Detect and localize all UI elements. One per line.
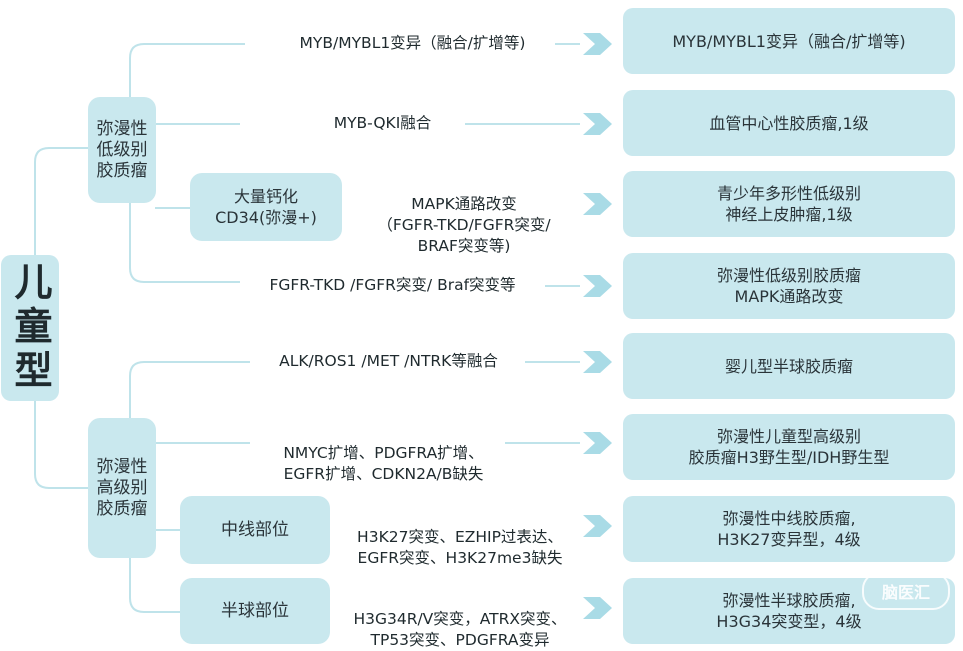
result-label: 青少年多形性低级别 神经上皮肿瘤,1级	[716, 184, 861, 224]
alteration-text: FGFR-TKD /FGFR突变/ Braf突变等	[240, 275, 545, 296]
alteration-text: NMYC扩增、PDGFRA扩增、 EGFR扩增、CDKN2A/B缺失	[262, 422, 505, 485]
result-label: 弥漫性半球胶质瘤, H3G34突变型，4级	[716, 591, 862, 631]
subgroup-midline-label: 中线部位	[221, 519, 289, 540]
result-label: MYB/MYBL1变异（融合/扩增等)	[672, 31, 906, 51]
alteration-text: MAPK通路改变 （FGFR-TKD/FGFR突变/ BRAF突变等)	[348, 173, 580, 257]
result-label: 婴儿型半球胶质瘤	[724, 356, 853, 376]
root-node: 儿童型	[1, 255, 59, 401]
result-box: 婴儿型半球胶质瘤	[623, 333, 955, 399]
result-box: MYB/MYBL1变异（融合/扩增等)	[623, 8, 955, 74]
result-label: 弥漫性儿童型高级别 胶质瘤H3野生型/IDH野生型	[688, 427, 890, 467]
alteration-label: MYB-QKI融合	[333, 114, 432, 132]
alteration-label: ALK/ROS1 /MET /NTRK等融合	[279, 352, 498, 370]
result-box: 弥漫性中线胶质瘤, H3K27变异型，4级	[623, 496, 955, 562]
root-label: 儿童型	[8, 262, 52, 394]
category-high-grade: 弥漫性 高级别 胶质瘤	[88, 418, 156, 558]
result-label: 血管中心性胶质瘤,1级	[709, 113, 869, 133]
category-low-grade: 弥漫性 低级别 胶质瘤	[88, 97, 156, 203]
alteration-text: MYB-QKI融合	[300, 113, 465, 134]
subgroup-hemisphere: 半球部位	[180, 578, 330, 644]
alteration-label: NMYC扩增、PDGFRA扩增、 EGFR扩增、CDKN2A/B缺失	[283, 444, 484, 483]
alteration-label: MAPK通路改变 （FGFR-TKD/FGFR突变/ BRAF突变等)	[377, 195, 551, 255]
subgroup-calcification-label: 大量钙化 CD34(弥漫+)	[215, 187, 317, 227]
result-box: 弥漫性儿童型高级别 胶质瘤H3野生型/IDH野生型	[623, 414, 955, 480]
result-box: 血管中心性胶质瘤,1级	[623, 90, 955, 156]
alteration-label: MYB/MYBL1变异（融合/扩增等)	[299, 34, 526, 52]
alteration-label: H3G34R/V突变，ATRX突变、 TP53突变、PDGFRA变异	[353, 610, 567, 649]
alteration-text: ALK/ROS1 /MET /NTRK等融合	[252, 351, 525, 372]
result-box: 青少年多形性低级别 神经上皮肿瘤,1级	[623, 171, 955, 237]
subgroup-midline: 中线部位	[180, 496, 330, 564]
watermark-logo: 脑医汇	[862, 572, 950, 610]
watermark-text: 脑医汇	[881, 583, 930, 602]
result-label: 弥漫性中线胶质瘤, H3K27变异型，4级	[717, 509, 861, 549]
result-box: 弥漫性半球胶质瘤, H3G34突变型，4级	[623, 578, 955, 644]
alteration-label: FGFR-TKD /FGFR突变/ Braf突变等	[269, 276, 516, 294]
category-low-grade-label: 弥漫性 低级别 胶质瘤	[96, 118, 148, 181]
alteration-text: H3G34R/V突变，ATRX突变、 TP53突变、PDGFRA变异	[340, 588, 580, 651]
alteration-text: H3K27突变、EZHIP过表达、 EGFR突变、H3K27me3缺失	[340, 506, 580, 569]
result-box: 弥漫性低级别胶质瘤 MAPK通路改变	[623, 253, 955, 319]
category-high-grade-label: 弥漫性 高级别 胶质瘤	[96, 456, 148, 519]
alteration-text: MYB/MYBL1变异（融合/扩增等)	[270, 33, 555, 54]
subgroup-calcification: 大量钙化 CD34(弥漫+)	[190, 173, 342, 241]
result-label: 弥漫性低级别胶质瘤 MAPK通路改变	[716, 266, 861, 306]
alteration-label: H3K27突变、EZHIP过表达、 EGFR突变、H3K27me3缺失	[357, 528, 563, 567]
subgroup-hemisphere-label: 半球部位	[221, 600, 289, 621]
